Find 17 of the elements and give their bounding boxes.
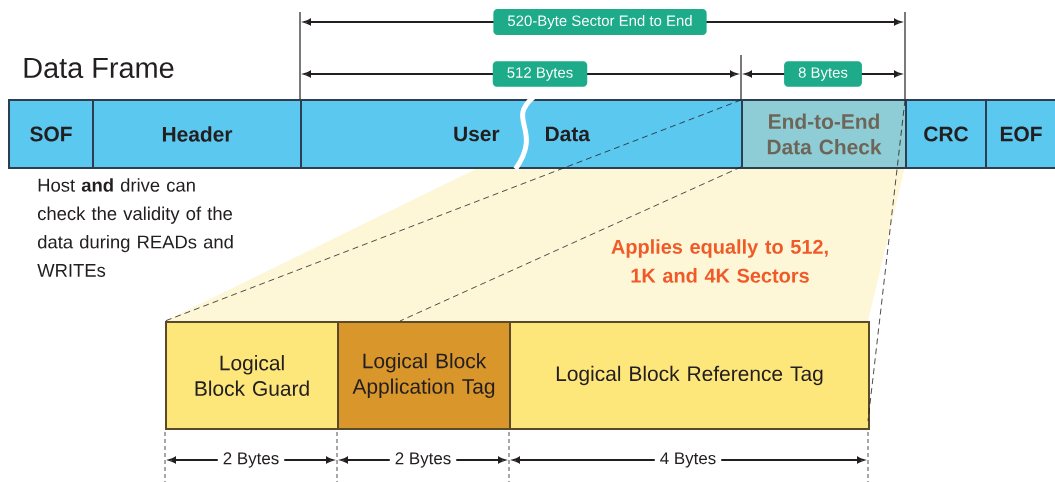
dimension-label: 512 Bytes: [492, 61, 588, 87]
dimension-label: 2 Bytes: [217, 451, 285, 469]
dimension-label: 2 Bytes: [389, 451, 457, 469]
node-label: EOF: [1000, 126, 1042, 142]
callout-text: Applies equally to 512, 1K and 4K Sectors: [611, 239, 828, 283]
field-box: Logical Block Reference Tag: [509, 321, 870, 430]
dimension-label: 4 Bytes: [654, 451, 722, 469]
dimension-label: 520-Byte Sector End to End: [493, 9, 707, 35]
dimension-label: 8 Bytes: [784, 61, 862, 87]
field-box: Logical Block Guard: [165, 321, 339, 430]
field-box: Logical Block Application Tag: [337, 321, 511, 430]
note-text: Host and drive can check the validity of the data during READs and WRITEs: [37, 178, 233, 277]
frame-field: End-to-End Data Check: [741, 99, 907, 169]
frame-field: EOF: [985, 99, 1055, 169]
frame-field: SOF: [8, 99, 94, 169]
frame-field: CRC: [905, 99, 987, 169]
title: Data Frame: [24, 57, 174, 79]
